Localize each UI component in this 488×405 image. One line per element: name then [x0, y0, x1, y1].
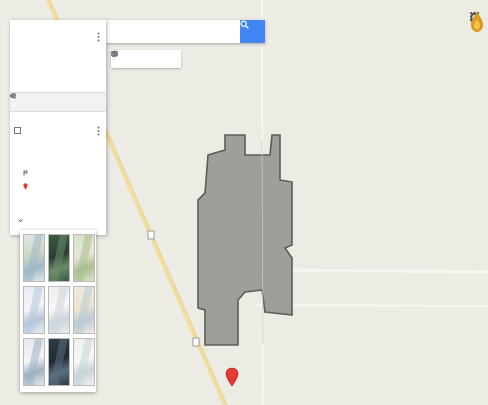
- basemap-coastline: [50, 339, 68, 385]
- map-panel: [10, 20, 106, 235]
- share-button[interactable]: [10, 93, 48, 105]
- basemap-toggle[interactable]: [18, 218, 36, 224]
- drawn-polygon[interactable]: [197, 134, 293, 346]
- layer-name[interactable]: [23, 126, 63, 134]
- basemap-light-landmass[interactable]: [23, 338, 45, 386]
- basemap-coastline: [75, 287, 93, 333]
- map-title[interactable]: [14, 33, 94, 44]
- map-subtitle: [14, 46, 74, 54]
- search-button[interactable]: [240, 20, 265, 43]
- basemap-coastline: [25, 339, 43, 385]
- select-tool-button[interactable]: [112, 50, 141, 68]
- layer-import-link[interactable]: [26, 147, 70, 155]
- road-horizontal: [259, 268, 488, 274]
- basemap-light-political[interactable]: [23, 286, 45, 334]
- highway-shield-icon-2: [192, 337, 200, 347]
- polygon-road-overlay: [261, 139, 264, 346]
- more-vert-icon: [97, 126, 100, 136]
- basemap-terrain[interactable]: [73, 234, 95, 282]
- placemark-icon[interactable]: [225, 367, 239, 387]
- add-marker-button[interactable]: [112, 50, 151, 68]
- preview-icon: [10, 94, 16, 98]
- basemap-coastline: [25, 235, 43, 281]
- basemap-coastline: [75, 339, 93, 385]
- basemap-picker: [20, 230, 96, 392]
- chevron-down-icon: [18, 219, 23, 223]
- drawing-toolbar: [111, 50, 181, 68]
- search-bar: [106, 20, 265, 43]
- basemap-dark-landmass[interactable]: [48, 338, 70, 386]
- share-label: [32, 99, 48, 105]
- search-input[interactable]: [106, 20, 238, 43]
- basemap-whitewater[interactable]: [73, 338, 95, 386]
- basemap-map[interactable]: [23, 234, 45, 282]
- measure-button[interactable]: [111, 50, 181, 68]
- basemap-mono-city[interactable]: [48, 286, 70, 334]
- highway-shield-icon: [147, 230, 155, 240]
- basemap-simple-atlas[interactable]: [73, 286, 95, 334]
- placemark-icon: [23, 183, 28, 190]
- basemap-coastline: [25, 287, 43, 333]
- layer-visibility-checkbox[interactable]: [14, 127, 21, 134]
- basemap-coastline: [50, 287, 68, 333]
- feature-style[interactable]: [23, 170, 43, 176]
- redo-button[interactable]: [111, 50, 131, 68]
- basemap-satellite[interactable]: [48, 234, 70, 282]
- preview-label: [51, 99, 67, 105]
- add-layer-button[interactable]: [10, 93, 29, 105]
- road-horizontal-2: [254, 304, 488, 307]
- draw-line-button[interactable]: [111, 50, 161, 68]
- map-description[interactable]: [14, 68, 94, 76]
- panel-actions: [10, 92, 106, 112]
- ruler-icon: [111, 51, 118, 56]
- directions-button[interactable]: [112, 50, 171, 68]
- basemap-coastline: [50, 235, 68, 281]
- basemap-coastline: [75, 235, 93, 281]
- more-vert-icon: [97, 32, 100, 42]
- style-icon: [23, 170, 28, 176]
- feature-placemark[interactable]: [23, 183, 43, 190]
- search-icon: [240, 20, 249, 29]
- preview-button[interactable]: [10, 94, 67, 105]
- add-layer-label: [13, 99, 29, 105]
